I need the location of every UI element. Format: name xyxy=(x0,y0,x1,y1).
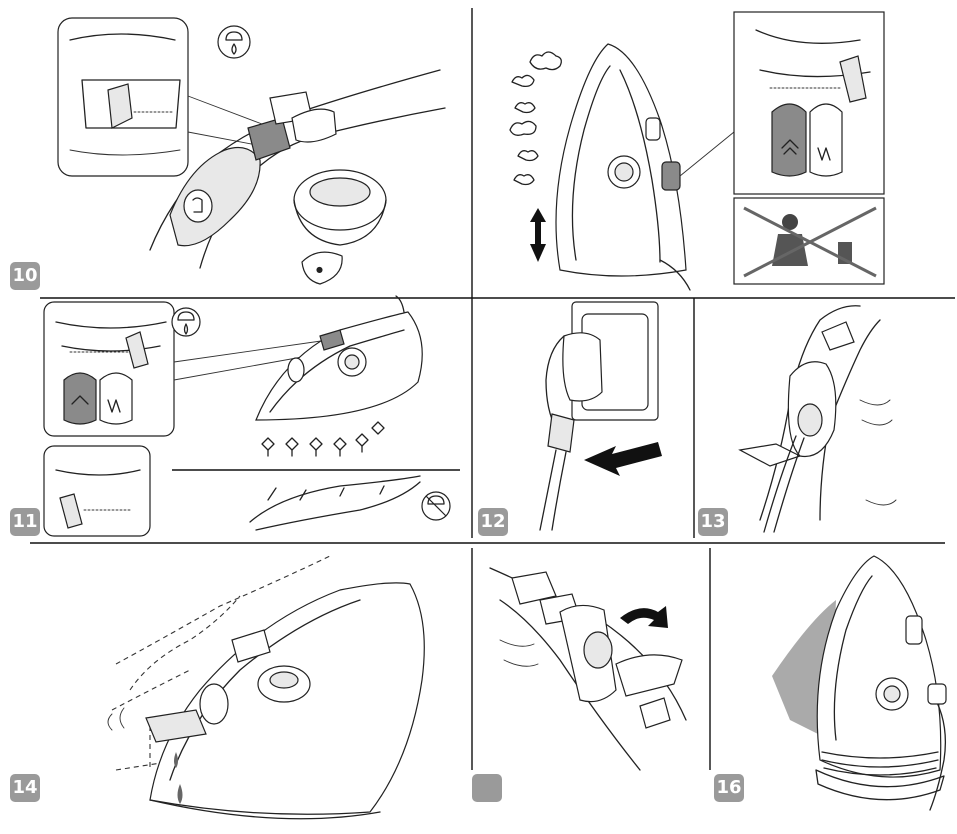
panel-14-illustration xyxy=(107,555,425,820)
step-10-badge: 10 xyxy=(10,262,40,290)
step-14-badge: 14 xyxy=(10,774,40,802)
panel-15-illustration xyxy=(489,567,687,771)
panel-12-illustration xyxy=(539,301,662,531)
step-15-badge xyxy=(472,774,502,802)
panel-13-illustration xyxy=(738,305,897,533)
panel-11-illustration xyxy=(43,295,451,537)
svg-text:●: ● xyxy=(316,265,323,274)
step-12-badge: 12 xyxy=(478,508,508,536)
step-13-badge: 13 xyxy=(698,508,728,536)
panel-16-illustration xyxy=(772,555,947,811)
panel-separators xyxy=(30,8,955,770)
step-11-badge: 11 xyxy=(10,508,40,536)
panel-burst-steam-illustration xyxy=(509,11,885,291)
panel-10-illustration: ● xyxy=(57,17,446,285)
step-16-badge: 16 xyxy=(714,774,744,802)
